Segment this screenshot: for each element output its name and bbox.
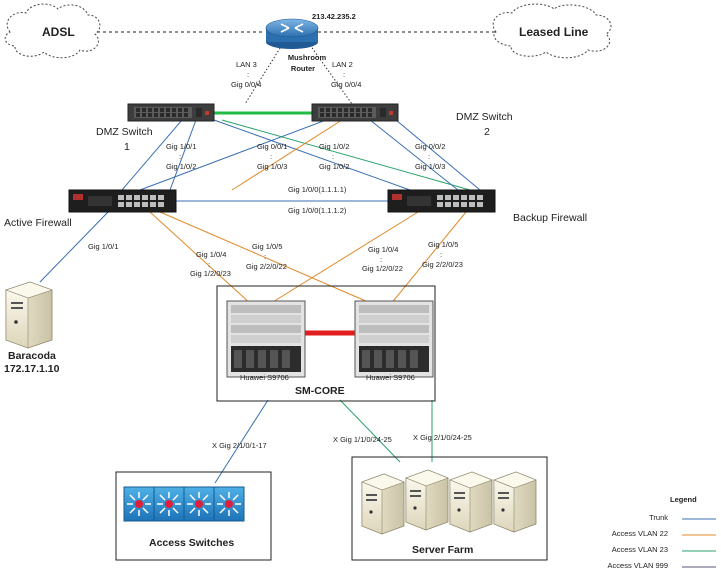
links — [39, 31, 497, 484]
router-name-line1: Mushroom — [287, 53, 327, 62]
dmz1-to-bfw — [213, 119, 411, 191]
access-switches-label: Access Switches — [149, 537, 235, 549]
server-farm-label: Server Farm — [412, 544, 474, 556]
sm-core-group-box — [216, 285, 436, 402]
port-afw-g104-colon: : — [208, 260, 211, 269]
legend-item-label: Access VLAN 22 — [611, 529, 668, 538]
dmz-switch-1-label: DMZ Switch — [96, 126, 153, 138]
port-afw-g1223: Gig 1/2/0/23 — [190, 269, 231, 278]
router-to-dmz1 — [244, 44, 283, 105]
afw-to-core2-a — [159, 211, 376, 306]
afw-to-baracoda — [39, 209, 111, 283]
port-bfw-g104: Gig 1/0/4 — [368, 245, 399, 254]
port-fw-link-bottom: Gig 1/0/0(1.1.1.2) — [288, 206, 347, 215]
port-core-access: X Gig 2/1/0/1-17 — [212, 441, 267, 450]
core-switch-left-icon — [226, 300, 306, 378]
server-farm-box — [351, 456, 548, 561]
leased-line-cloud-label: Leased Line — [519, 25, 589, 39]
legend-item-label: Access VLAN 23 — [611, 545, 668, 554]
legend-item-label: Trunk — [649, 513, 668, 522]
port-afw-g105: Gig 1/0/5 — [252, 242, 283, 251]
port-s2-g102a: Gig 1/0/2 — [319, 142, 350, 151]
port-bfw-g104-colon: : — [380, 255, 383, 264]
port-core-srv2: X Gig 2/1/0/24-25 — [413, 433, 472, 442]
port-s2-g102b: Gig 1/0/2 — [319, 162, 350, 171]
port-lan3-colon: : — [247, 70, 250, 79]
router-to-dmz2 — [309, 44, 353, 105]
backup-firewall-label: Backup Firewall — [513, 212, 588, 224]
router-icon — [265, 18, 319, 49]
port-bfw-g2223: Gig 2/2/0/23 — [422, 260, 463, 269]
port-afw-g105-colon: : — [264, 252, 267, 261]
bfw-to-core1-b — [267, 211, 419, 306]
port-bfw-g105: Gig 1/0/5 — [428, 240, 459, 249]
adsl-cloud-label: ADSL — [42, 25, 75, 39]
port-lan2-colon: : — [343, 70, 346, 79]
port-s2-g002: Gig 0/0/2 — [415, 142, 446, 151]
active-firewall-icon — [68, 189, 177, 213]
port-s1-g001: Gig 0/0/1 — [257, 142, 288, 151]
dmz1-to-afw-a — [121, 119, 183, 191]
dmz2-to-bfw-a — [369, 119, 459, 191]
port-afw-g104: Gig 1/0/4 — [196, 250, 227, 259]
dmz-switch-1-number: 1 — [124, 141, 130, 153]
port-r-g004-right: Gig 0/0/4 — [331, 80, 362, 89]
dmz2-to-bfw-b — [395, 119, 481, 191]
port-s1-g103: Gig 1/0/3 — [257, 162, 288, 171]
port-s2-g002-colon: : — [428, 152, 431, 161]
core-left-label: Huawei S9706 — [240, 373, 289, 382]
router-ip: 213.42.235.2 — [312, 12, 356, 21]
port-s2-g102-colon: : — [332, 152, 335, 161]
dmz2-to-afw-b — [231, 119, 343, 191]
baracoda-ip: 172.17.1.10 — [4, 363, 60, 375]
access-switch-icon — [123, 486, 245, 522]
core-right-label: Huawei S9706 — [366, 373, 415, 382]
port-core-srv1: X Gig 1/1/0/24-25 — [333, 435, 392, 444]
port-r-g004-left: Gig 0/0/4 — [231, 80, 262, 89]
baracoda-server-icon — [5, 281, 53, 349]
legend-swatches — [682, 518, 716, 568]
server-farm-server-icon — [361, 469, 537, 535]
router-name-line2: Router — [290, 64, 316, 73]
port-s1-g101-colon: : — [179, 152, 182, 161]
leased-line-cloud-icon — [492, 3, 612, 59]
backup-firewall-icon — [387, 189, 496, 213]
baracoda-name: Baracoda — [8, 350, 56, 362]
port-afw-g101: Gig 1/0/1 — [88, 242, 119, 251]
port-lan2: LAN 2 — [332, 60, 353, 69]
port-lan3: LAN 3 — [236, 60, 257, 69]
legend-title: Legend — [670, 495, 697, 504]
dmz-switch-2-label: DMZ Switch — [456, 111, 513, 123]
port-bfw-g1222: Gig 1/2/0/22 — [362, 264, 403, 273]
core-to-server-1 — [339, 399, 401, 463]
core-switch-right-icon — [354, 300, 434, 378]
legend-item-label: Access VLAN 999 — [607, 561, 668, 570]
dmz-switch-1-icon — [127, 103, 215, 122]
adsl-cloud-icon — [4, 3, 101, 59]
port-s1-g001-colon: : — [270, 152, 273, 161]
port-s1-g101: Gig 1/0/1 — [166, 142, 197, 151]
port-s1-g102: Gig 1/0/2 — [166, 162, 197, 171]
sm-core-label: SM-CORE — [295, 385, 345, 397]
bfw-to-core2-b — [389, 211, 467, 306]
port-fw-link-top: Gig 1/0/0(1.1.1.1) — [288, 185, 347, 194]
dmz-switch-2-icon — [311, 103, 399, 122]
afw-to-core1-a — [149, 211, 253, 306]
port-afw-g2222: Gig 2/2/0/22 — [246, 262, 287, 271]
dmz-switch-2-number: 2 — [484, 126, 490, 138]
dmz1-to-afw-b — [169, 119, 197, 191]
active-firewall-label: Active Firewall — [4, 217, 72, 229]
dmz2-to-afw — [139, 119, 327, 191]
core-to-access — [214, 399, 269, 484]
access-switches-box — [115, 471, 272, 561]
port-s2-g103: Gig 1/0/3 — [415, 162, 446, 171]
port-bfw-g105-colon: : — [440, 250, 443, 259]
dmz1-to-bfw-b — [221, 119, 471, 191]
